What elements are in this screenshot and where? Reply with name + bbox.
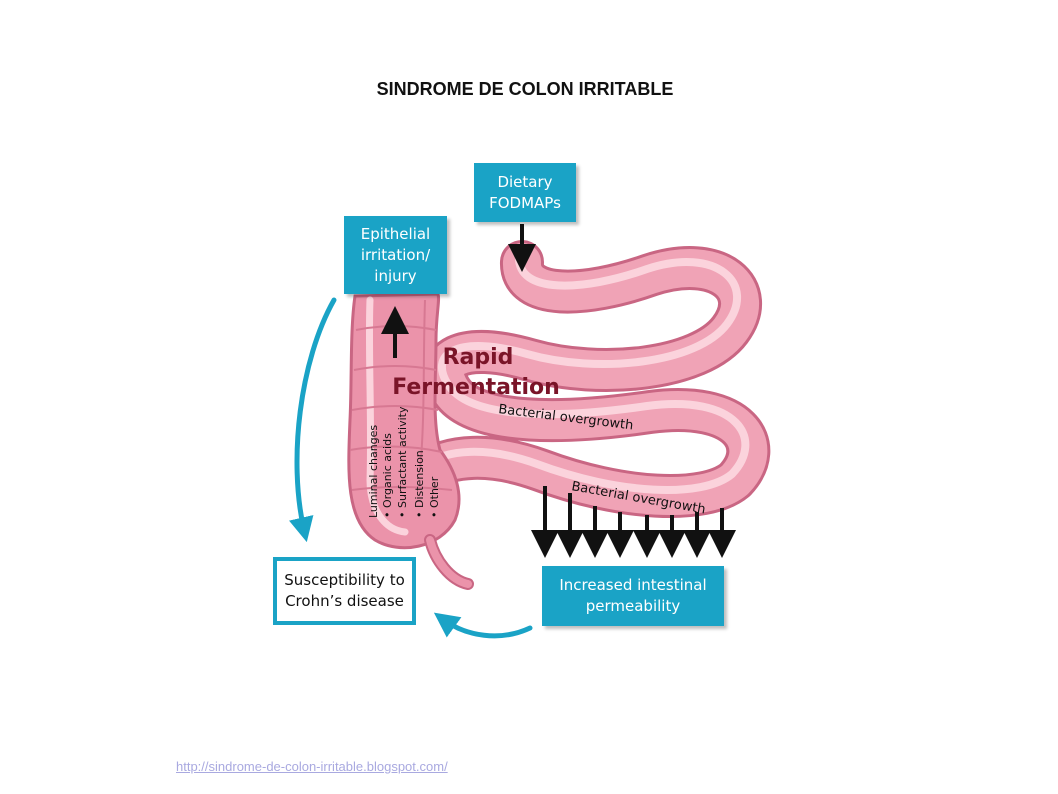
black-arrows <box>381 224 736 558</box>
arrow-permeability-to-crohns <box>433 612 533 639</box>
blue-arrows <box>289 297 533 639</box>
dietary-fodmaps-box: Dietary FODMAPs <box>474 163 576 222</box>
luminal-line-3: • Surfactant activity <box>396 406 409 518</box>
arrow-epithelial-to-crohns <box>289 297 337 543</box>
luminal-line-1: Luminal changes <box>367 425 380 518</box>
page-title: SINDROME DE COLON IRRITABLE <box>376 79 674 99</box>
source-link[interactable]: http://sindrome-de-colon-irritable.blogs… <box>176 759 448 774</box>
luminal-changes-list: Luminal changes • Organic acids • Surfac… <box>367 406 441 518</box>
small-intestine <box>403 240 771 518</box>
luminal-line-4: • Distension <box>413 450 426 518</box>
fermentation-label: Fermentation <box>392 375 560 400</box>
luminal-line-5: • Other <box>428 476 441 518</box>
luminal-line-2: • Organic acids <box>381 433 394 518</box>
intestinal-permeability-box: Increased intestinal permeability <box>542 566 724 626</box>
rapid-label: Rapid <box>443 345 514 370</box>
crohns-susceptibility-box: Susceptibility to Crohn’s disease <box>273 557 416 625</box>
colon <box>347 292 474 590</box>
epithelial-irritation-box: Epithelial irritation/ injury <box>344 216 447 294</box>
